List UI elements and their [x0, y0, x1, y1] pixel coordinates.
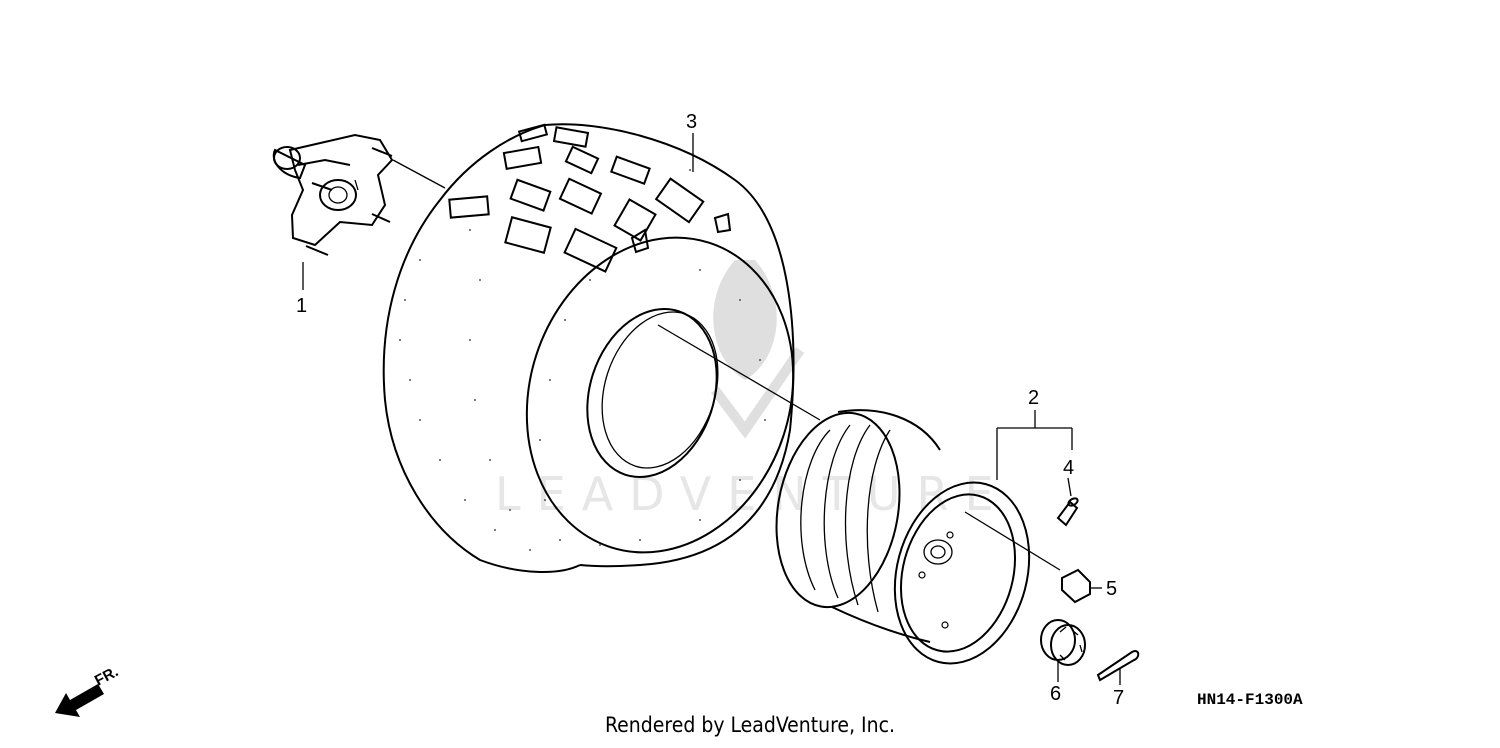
axis-line-wheel: [964, 511, 1061, 571]
callout-bracket-2: [996, 410, 1073, 480]
axis-line: [657, 324, 821, 421]
valve-stem-part-4[interactable]: [1056, 477, 1079, 527]
watermark: LEADVENTURE: [495, 260, 1010, 521]
diagram-code: HN14-F1300A: [1197, 691, 1303, 709]
wheel-part-2[interactable]: [762, 403, 1049, 679]
watermark-logo-icon: [711, 260, 805, 439]
leader-hub-tire: [392, 159, 446, 189]
castle-nut-part-6[interactable]: [1040, 619, 1086, 682]
cotter-pin-part-7[interactable]: [1096, 650, 1140, 685]
front-direction-arrow-icon: [55, 684, 104, 717]
tread-lugs: [448, 123, 732, 273]
callout-3: 3: [686, 111, 697, 133]
tire-part-3[interactable]: [382, 123, 833, 587]
nut-part-5[interactable]: [1061, 568, 1102, 604]
callout-7: 7: [1113, 687, 1124, 709]
callout-4: 4: [1063, 457, 1074, 479]
footer-credit: Rendered by LeadVenture, Inc.: [605, 713, 895, 737]
watermark-text: LEADVENTURE: [495, 467, 1010, 521]
callout-1: 1: [296, 295, 307, 317]
callout-2: 2: [1028, 387, 1039, 409]
callout-6: 6: [1050, 683, 1061, 705]
hub-part-1[interactable]: [272, 133, 394, 256]
callout-5: 5: [1106, 578, 1117, 600]
tire-stipple: [399, 169, 766, 551]
